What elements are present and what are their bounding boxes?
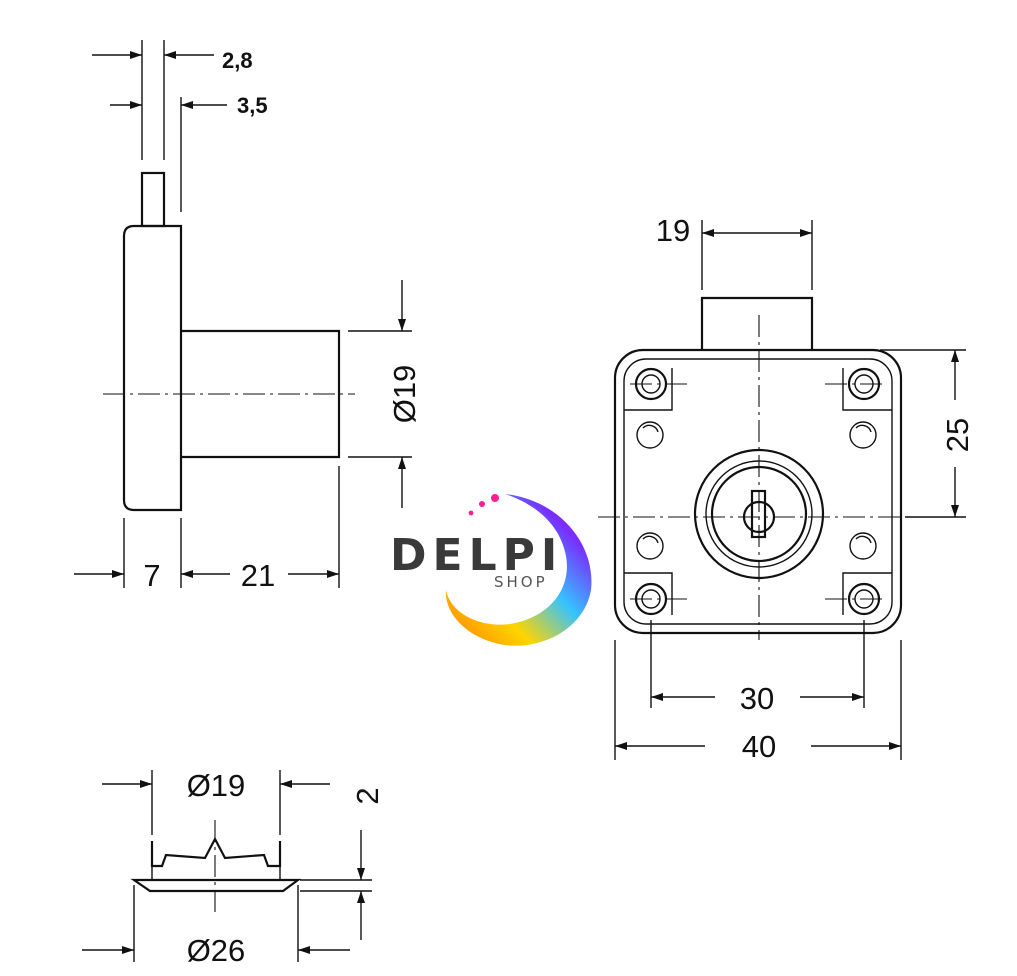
front-view: 19 25 30 40 — [598, 213, 975, 764]
dim-label-diameter-26: Ø26 — [187, 933, 246, 968]
dim-label-21: 21 — [241, 558, 275, 593]
rosette-view: Ø19 2 Ø26 — [82, 768, 385, 968]
dim-label-19: 19 — [656, 213, 690, 248]
corner-pocket — [624, 572, 673, 615]
dim-label-2: 2 — [350, 787, 385, 804]
dim-label-7: 7 — [143, 558, 160, 593]
plate-inner-outline — [623, 358, 893, 625]
logo-swoosh — [445, 494, 592, 646]
dim-label-diameter-19: Ø19 — [387, 365, 422, 424]
logo-dot — [468, 510, 474, 516]
dim-label-diameter-19: Ø19 — [187, 768, 246, 803]
mounting-plate-outline — [122, 224, 183, 512]
logo-name: DELPI — [390, 530, 563, 581]
bolt-top-outline — [700, 296, 814, 350]
logo-dot — [491, 494, 499, 502]
corner-pocket — [842, 368, 892, 411]
rosette-crown-outline — [150, 836, 282, 868]
dim-label-30: 30 — [740, 681, 774, 716]
bosses — [636, 421, 877, 560]
logo-dot — [479, 501, 485, 507]
dim-label-3-5: 3,5 — [237, 93, 268, 118]
dim-label-25: 25 — [940, 418, 975, 452]
dim-label-40: 40 — [742, 729, 776, 764]
corner-pocket — [842, 572, 892, 615]
delpi-shop-logo: DELPI SHOP — [390, 494, 592, 646]
plate-outer-outline — [613, 348, 903, 635]
side-view: 2,8 3,5 Ø19 7 21 — [74, 40, 422, 593]
dim-label-2-8: 2,8 — [222, 48, 253, 73]
cylinder-body-outline — [181, 329, 341, 459]
logo-sub: SHOP — [494, 573, 548, 591]
rosette-flange-outline — [130, 878, 302, 893]
bolt-outline — [140, 171, 166, 228]
corner-pocket — [624, 368, 673, 411]
